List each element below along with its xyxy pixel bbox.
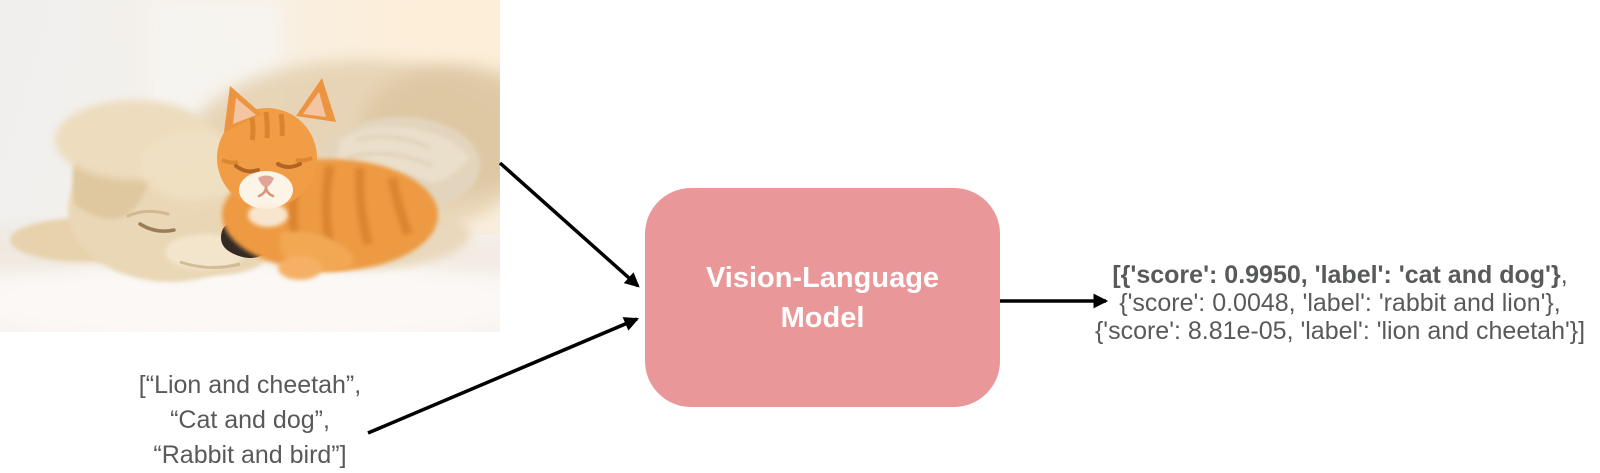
- output-top-score-bold: [{'score': 0.9950, 'label': 'cat and dog…: [1112, 261, 1561, 289]
- output-second-score-line: {'score': 0.0048, 'label': 'rabbit and l…: [1119, 289, 1561, 317]
- dog-and-cat-photo: [0, 0, 500, 332]
- output-top-score-comma: ,: [1560, 261, 1568, 289]
- model-output-text: [{'score': 0.9950, 'label': 'cat and dog…: [1075, 261, 1600, 345]
- model-box-label-line-1: Vision-Language: [705, 261, 940, 294]
- candidate-label-line-1: [“Lion and cheetah”,: [138, 371, 362, 399]
- candidate-label-line-2: “Cat and dog”,: [170, 406, 330, 434]
- candidate-labels-text: [“Lion and cheetah”, “Cat and dog”, “Rab…: [85, 368, 415, 473]
- output-third-score-line: {'score': 8.81e-05, 'label': 'lion and c…: [1094, 317, 1586, 345]
- image-to-model-arrow: [498, 161, 640, 288]
- dog-and-cat-illustration: [0, 0, 500, 332]
- output-top-score-line: [{'score': 0.9950, 'label': 'cat and dog…: [1075, 261, 1600, 289]
- candidate-label-line-3: “Rabbit and bird”]: [153, 441, 347, 469]
- model-box-label-line-2: Model: [780, 301, 865, 334]
- vision-language-model-box: Vision-Language Model: [645, 188, 1000, 407]
